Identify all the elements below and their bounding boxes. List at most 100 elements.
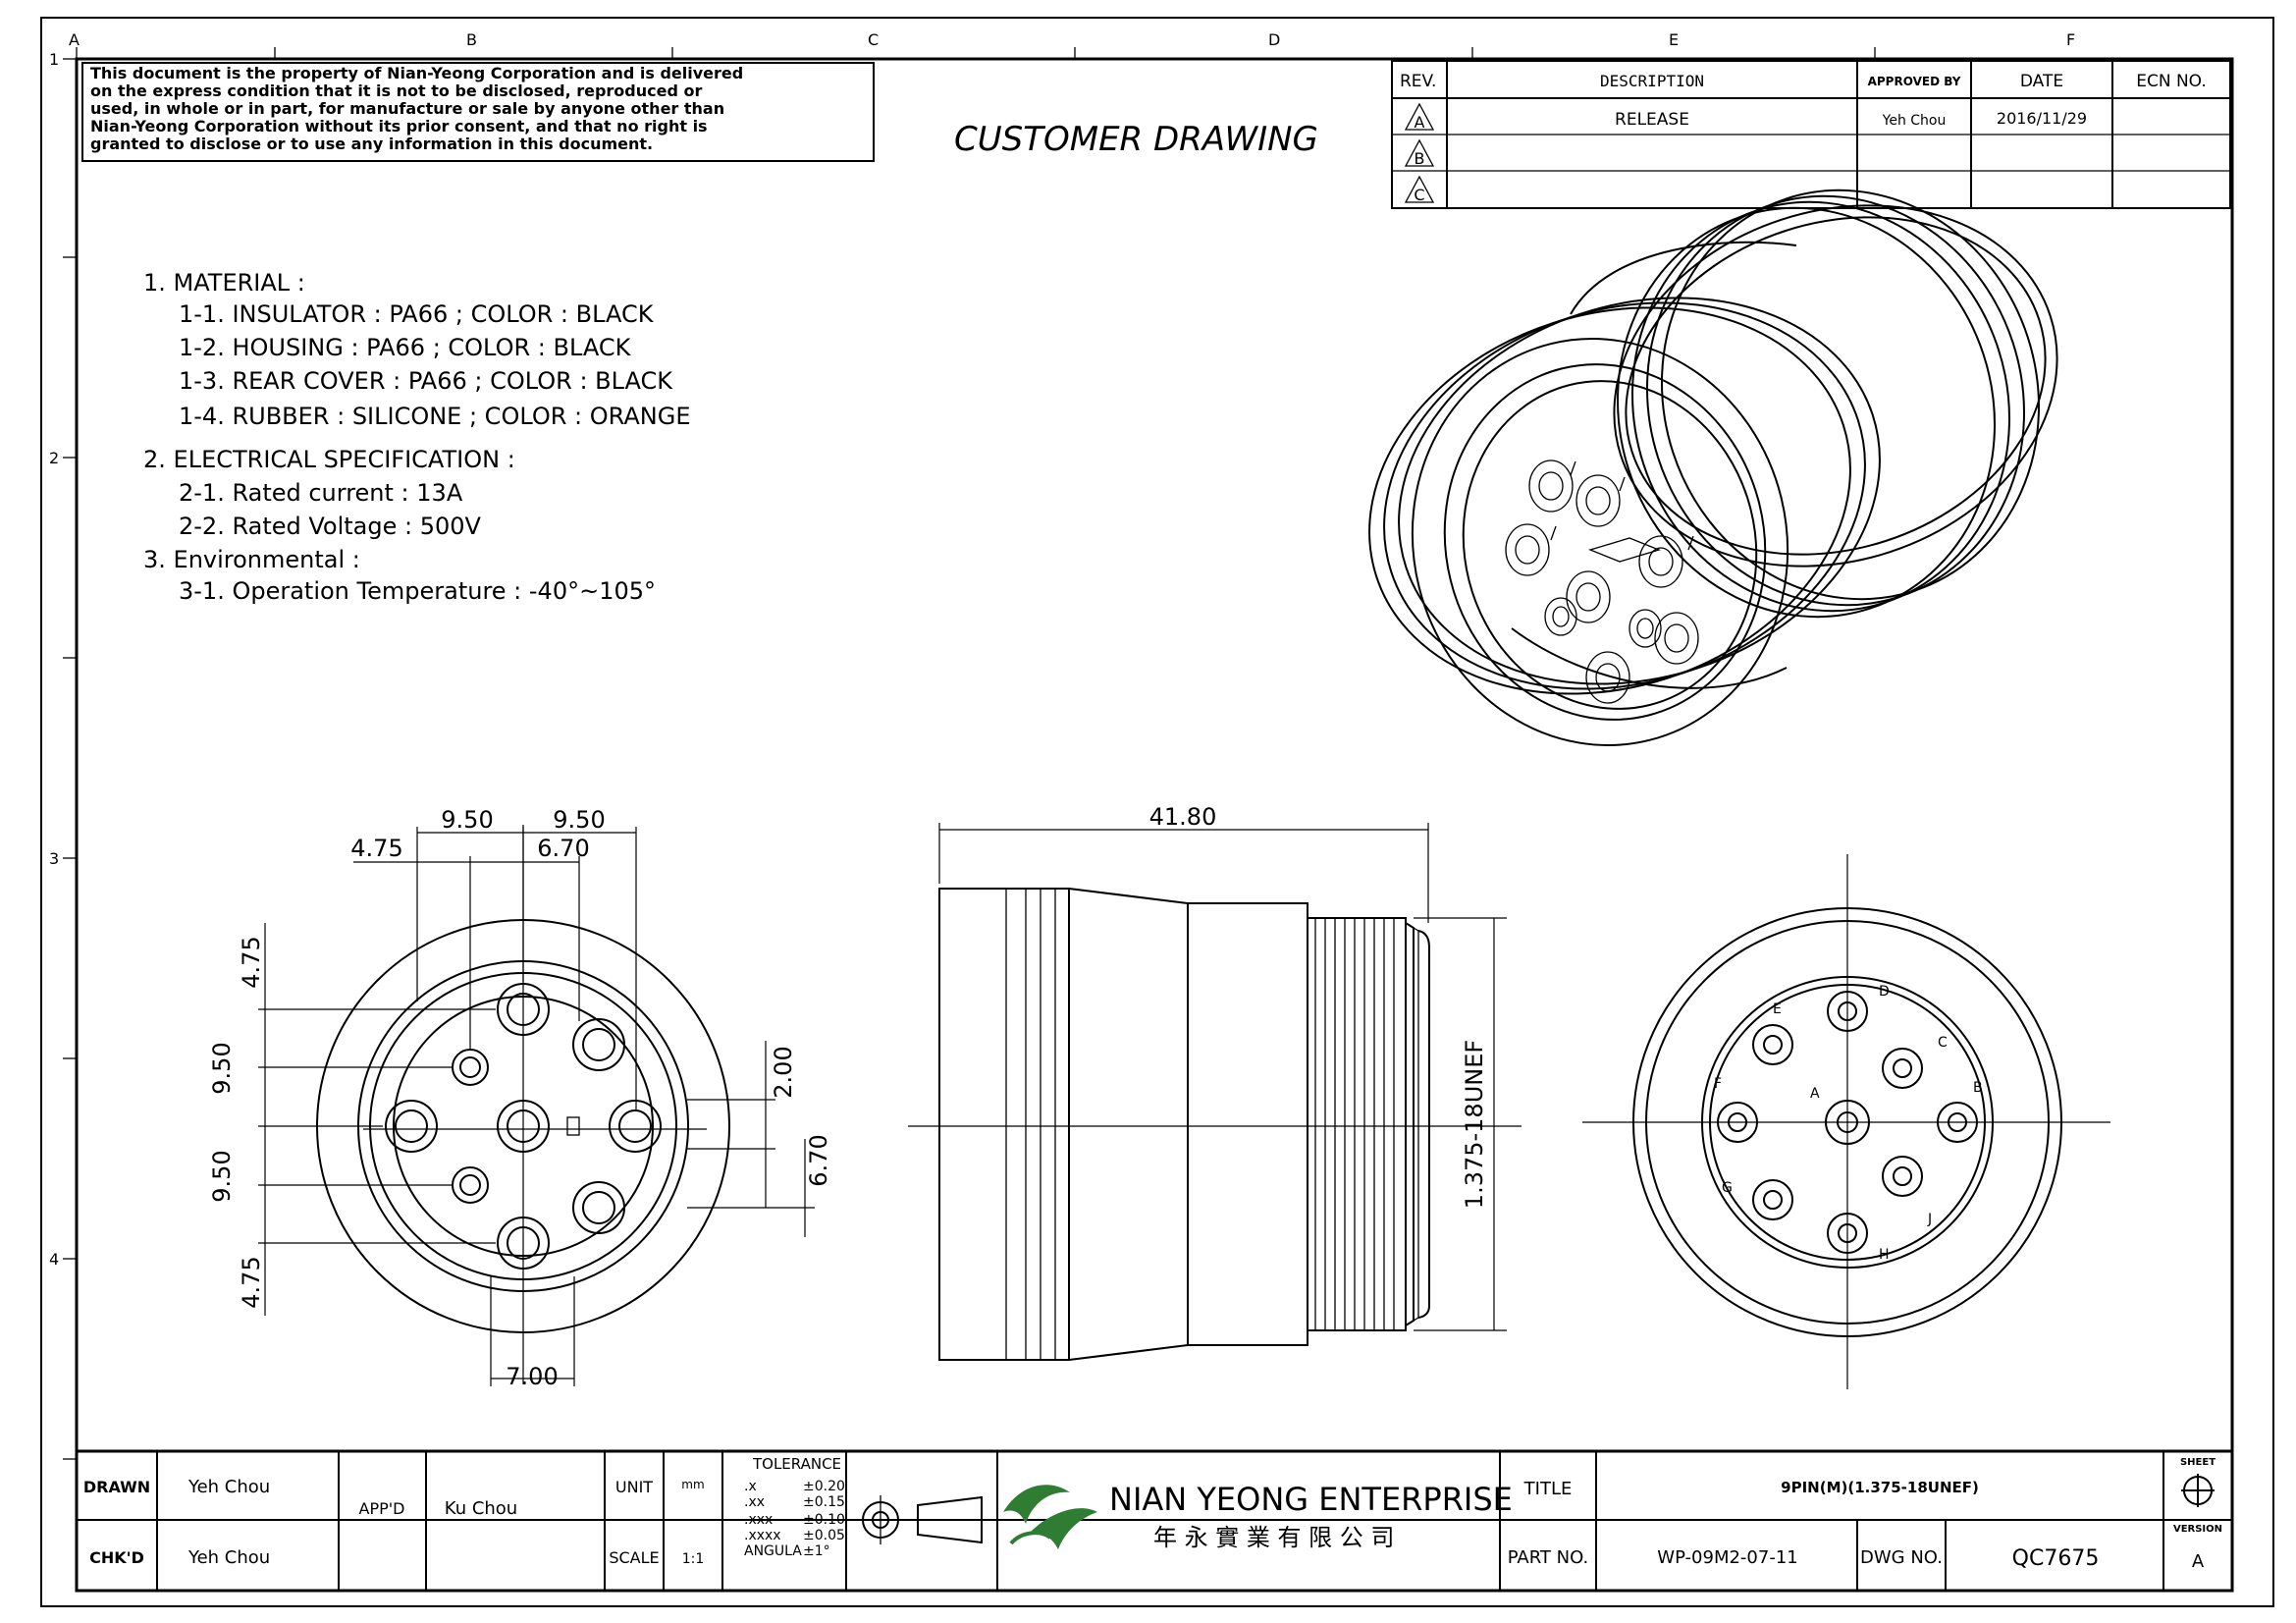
dim-label: 4.75 [238,936,265,988]
tol-key: .x [744,1479,757,1494]
unit-label: UNIT [615,1478,653,1496]
pin-labels: A B C D E F G H J [1714,984,1983,1263]
rev-letter: B [1415,149,1425,168]
revision-table: REV. DESCRIPTION APPROVED BY DATE ECN NO… [1391,60,2231,209]
dim-label: 9.50 [441,806,493,834]
row-label-4: 4 [49,1250,59,1269]
pin-label: J [1927,1212,1932,1227]
dim-label: 7.00 [506,1363,558,1390]
row-label-3: 3 [49,849,59,868]
third-angle-projection-icon [856,1495,989,1544]
tolerance-title: TOLERANCE [752,1455,841,1473]
pin-label: C [1938,1035,1948,1051]
tol-value: ±0.15 [803,1494,845,1510]
dwg-no-label: DWG NO. [1860,1547,1943,1568]
description-header: DESCRIPTION [1600,72,1704,90]
scale-value: 1:1 [682,1551,705,1567]
tol-value: ±0.10 [803,1512,845,1528]
company-name-chinese: 年 永 實 業 有 限 公 司 [1153,1524,1394,1551]
tolerance-list: .x ±0.20 .xx ±0.15 .xxx ±0.10 .xxxx ±0.0… [744,1479,845,1559]
title-block: DRAWN Yeh Chou CHK'D Yeh Chou APP'D Ku C… [75,1449,2234,1593]
pin-label: H [1879,1247,1890,1263]
row-zone-markers [63,58,77,1460]
rev-triangle-icon [1404,138,1435,167]
notice-line: used, in whole or in part, for manufactu… [90,99,724,118]
version-value: A [2192,1551,2205,1572]
rev-letter: A [1415,113,1425,132]
dim-label: 9.50 [208,1150,236,1202]
note-line: 1. MATERIAL : [143,269,305,297]
rev-approved-by: Yeh Chou [1882,113,1947,129]
rev-letter: C [1414,186,1424,204]
approved-by-header: APPROVED BY [1868,75,1961,88]
note-line: 1-2. HOUSING : PA66 ; COLOR : BLACK [179,334,632,361]
company-name: NIAN YEONG ENTERPRISE [1109,1481,1513,1518]
dim-label: 6.70 [805,1134,832,1186]
front-view: 9.50 9.50 4.75 6.70 4.75 9.50 9.50 4.75 … [208,806,832,1390]
rev-triangle-icon [1404,102,1435,131]
rev-date: 2016/11/29 [1997,109,2087,128]
notice-line: granted to disclose or to use any inform… [90,135,653,153]
version-label: VERSION [2173,1524,2222,1535]
pin-label: F [1714,1076,1722,1092]
side-length-dim: 41.80 [1149,803,1217,831]
rev-triangle-icon [1404,175,1435,203]
chkd-value: Yeh Chou [187,1547,270,1568]
pin-label: E [1773,1001,1782,1017]
note-line: 1-4. RUBBER : SILICONE ; COLOR : ORANGE [179,403,690,430]
pin-label: B [1973,1080,1983,1096]
column-label-a: A [69,30,80,49]
notice-line: Nian-Yeong Corporation without its prior… [90,117,708,135]
appd-value: Ku Chou [445,1498,517,1519]
row-label-2: 2 [49,449,59,467]
sheet-label: SHEET [2180,1457,2216,1468]
proprietary-notice: This document is the property of Nian-Ye… [90,64,743,153]
note-line: 3-1. Operation Temperature : -40°~105° [179,577,656,605]
column-zone-markers [76,47,1876,59]
rear-view: A B C D E F G H J [1582,854,2110,1389]
chkd-label: CHK'D [89,1548,144,1567]
pin-label: A [1810,1086,1820,1102]
column-label-e: E [1669,30,1679,49]
tol-key: ANGULA [744,1543,802,1559]
tol-value: ±0.05 [803,1528,845,1543]
note-line: 1-3. REAR COVER : PA66 ; COLOR : BLACK [179,367,673,395]
ecn-header: ECN NO. [2136,72,2207,91]
note-line: 1-1. INSULATOR : PA66 ; COLOR : BLACK [179,300,655,328]
dim-label: 2.00 [770,1046,797,1098]
company-logo [1003,1485,1097,1549]
tol-value: ±0.20 [803,1479,845,1494]
dim-label: 4.75 [350,835,402,862]
sheet-target-icon [2181,1474,2215,1507]
date-header: DATE [2020,72,2063,91]
note-line: 2-1. Rated current : 13A [179,479,463,507]
rev-description: RELEASE [1615,110,1689,130]
column-label-c: C [868,30,879,49]
tol-key: .xx [744,1494,765,1510]
thread-dim: 1.375-18UNEF [1461,1040,1488,1209]
material-notes: 1. MATERIAL : 1-1. INSULATOR : PA66 ; CO… [143,269,690,605]
pin-label: D [1879,984,1890,1000]
dim-label: 9.50 [553,806,605,834]
column-label-f: F [2066,30,2075,49]
outer-frame [40,17,2274,1607]
dwg-no-value: QC7675 [2012,1546,2100,1571]
rear-view-pins [1717,991,1978,1254]
title-label: TITLE [1523,1479,1573,1499]
drawn-value: Yeh Chou [187,1477,270,1497]
tol-key: .xxxx [744,1528,781,1543]
tol-value: ±1° [803,1543,830,1559]
dim-label: 9.50 [208,1042,236,1094]
notice-box [81,62,875,162]
notice-line: on the express condition that it is not … [90,81,702,100]
isometric-connector-view [1368,189,2058,746]
tol-key: .xxx [744,1512,773,1528]
appd-label: APP'D [359,1499,405,1518]
rev-header: REV. [1400,72,1436,91]
front-view-dimensions [258,827,815,1386]
pin-label: G [1722,1180,1733,1196]
scale-label: SCALE [609,1548,659,1567]
title-value: 9PIN(M)(1.375-18UNEF) [1781,1479,1979,1496]
column-label-b: B [466,30,477,49]
